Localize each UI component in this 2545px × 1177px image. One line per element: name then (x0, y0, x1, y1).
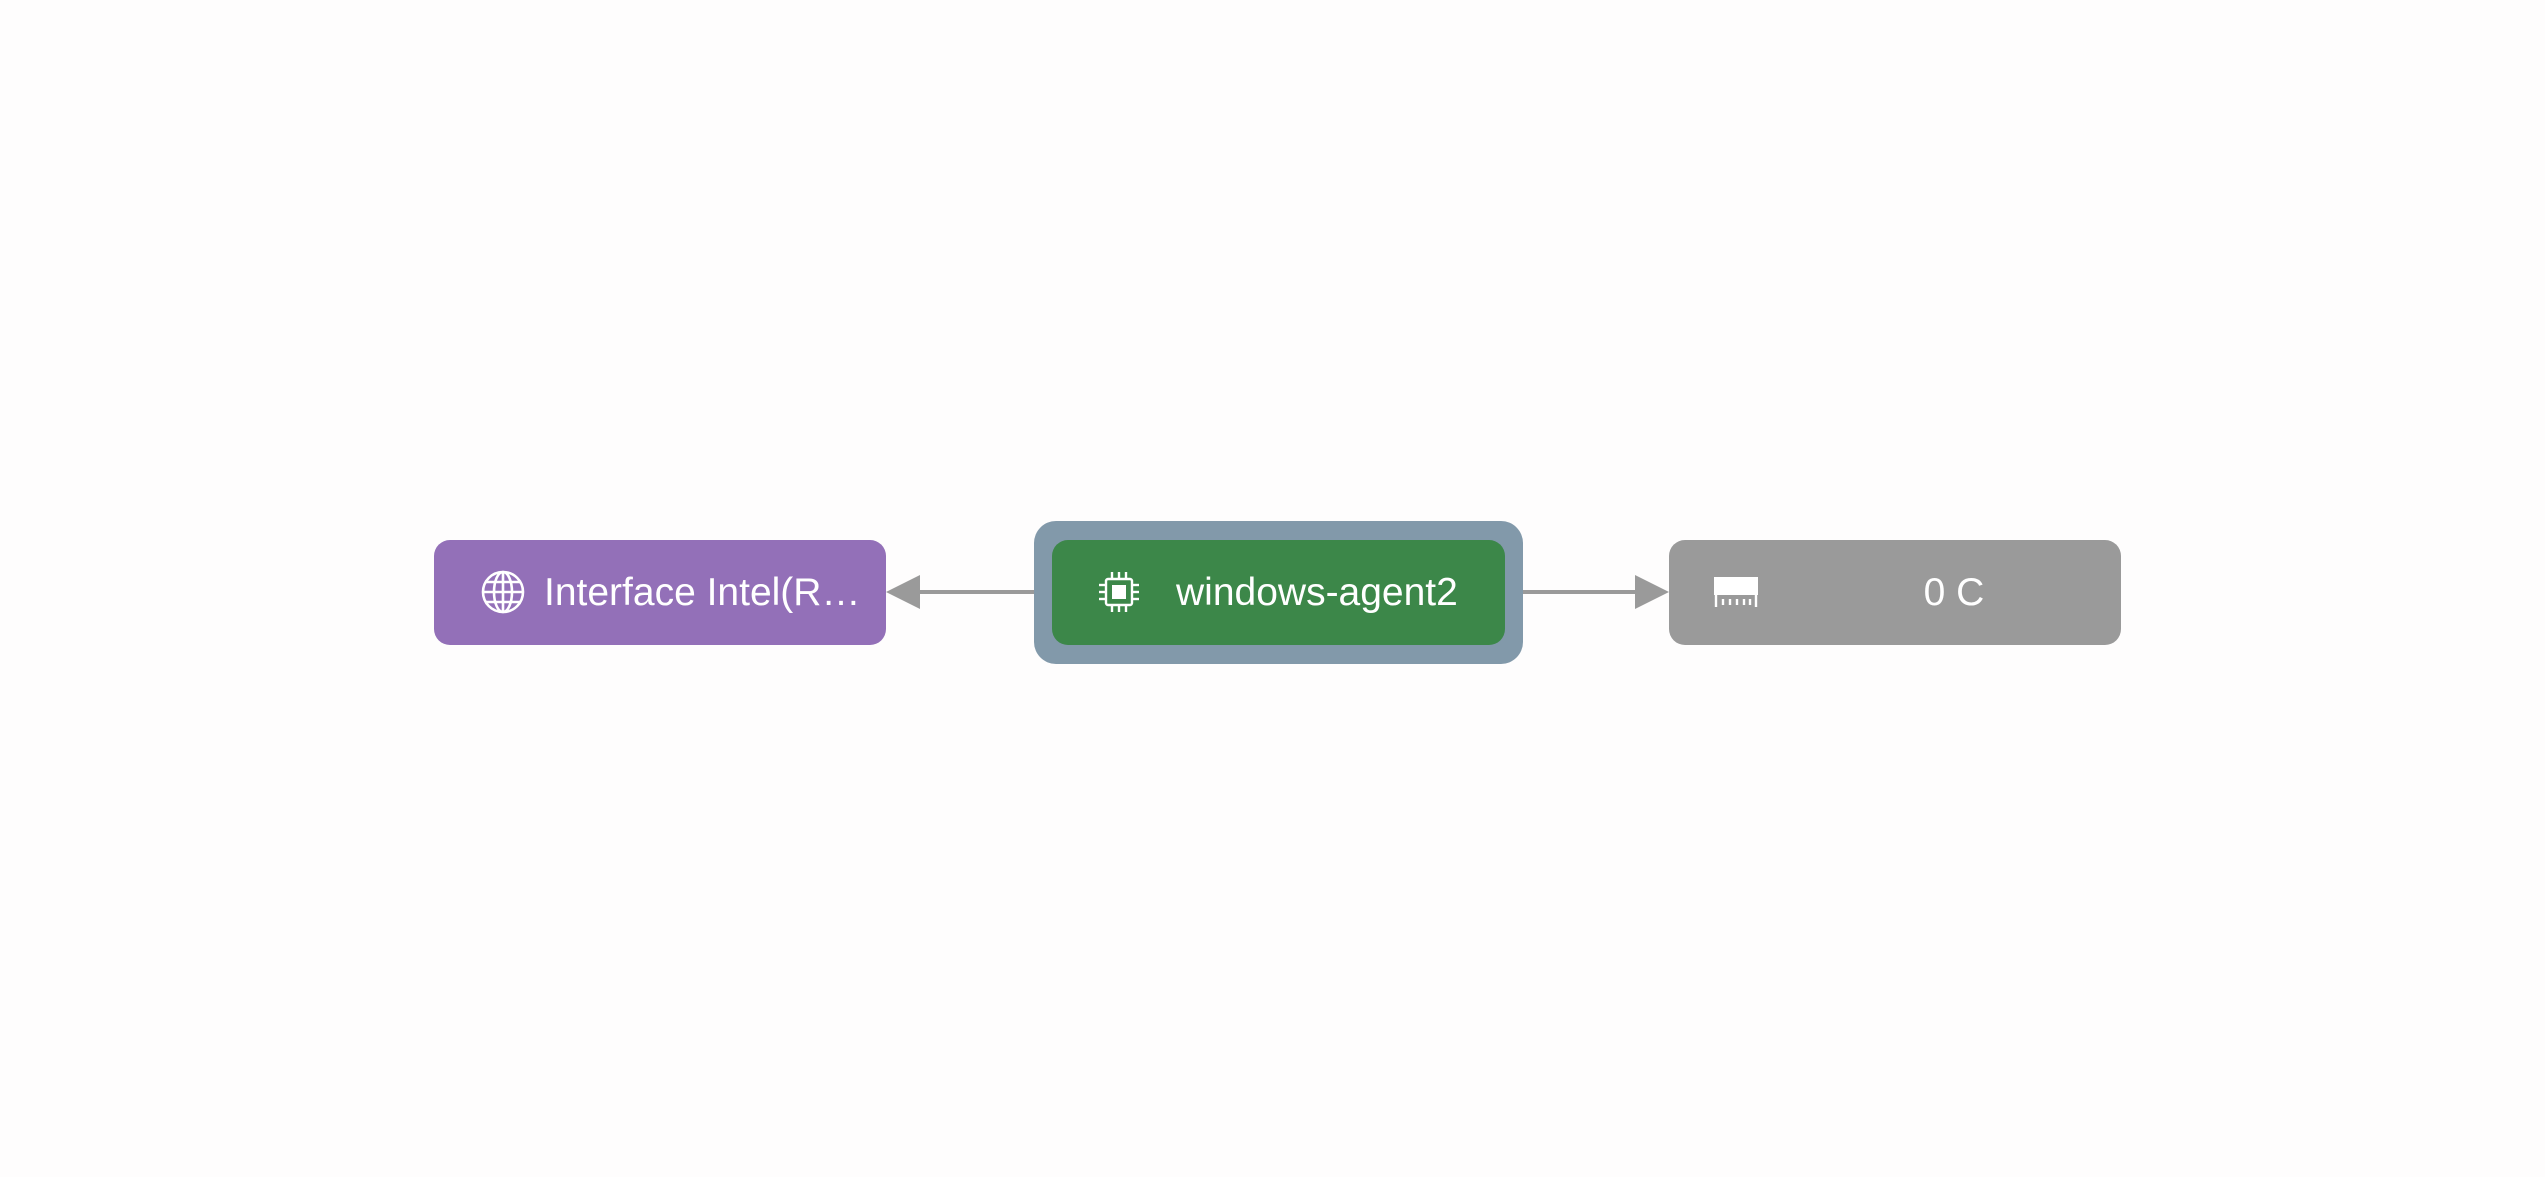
node-label: 0 C (1923, 571, 1985, 614)
edge-agent-to-temperature (1505, 575, 1669, 609)
edge-agent-to-interface (886, 575, 1052, 609)
node-label: Interface Intel(R… (544, 571, 861, 614)
memory-module-icon (1711, 567, 1761, 617)
node-interface[interactable]: Interface Intel(R… (434, 540, 886, 645)
arrowhead-icon (886, 575, 920, 609)
node-windows-agent[interactable]: windows-agent2 (1052, 540, 1505, 645)
cpu-chip-icon (1094, 567, 1144, 617)
arrowhead-icon (1635, 575, 1669, 609)
node-temperature[interactable]: 0 C (1669, 540, 2121, 645)
globe-icon (478, 567, 528, 617)
node-label: windows-agent2 (1176, 571, 1458, 614)
